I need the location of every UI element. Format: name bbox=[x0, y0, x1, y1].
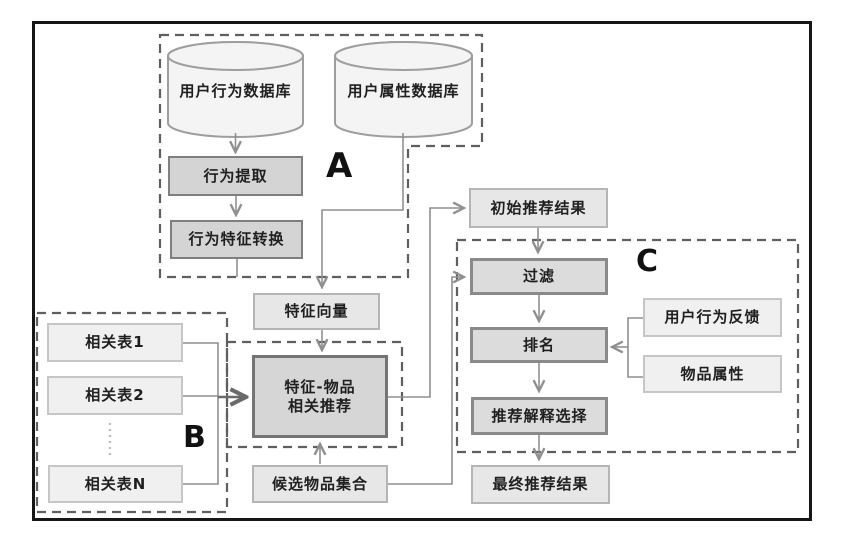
region-label-b: B bbox=[183, 420, 206, 455]
node-behavior-extraction: 行为提取 bbox=[168, 156, 303, 196]
node-candidate-items: 候选物品集合 bbox=[252, 465, 388, 503]
region-c-dashed-outline bbox=[455, 238, 800, 454]
node-final-results: 最终推荐结果 bbox=[471, 465, 610, 504]
connector-relatedtables-bracket bbox=[183, 342, 219, 485]
node-behavior-feature-conversion: 行为特征转换 bbox=[170, 220, 303, 259]
region-b-dashed-outline bbox=[35, 311, 229, 514]
node-related-table-n: 相关表N bbox=[48, 465, 183, 503]
node-item-attributes: 物品属性 bbox=[643, 355, 782, 393]
label-user-attribute-db: 用户属性数据库 bbox=[347, 81, 460, 100]
connector-candidateitems-to-filter bbox=[388, 277, 464, 485]
node-feature-vector: 特征向量 bbox=[253, 293, 380, 330]
node-filter: 过滤 bbox=[470, 258, 608, 295]
database-cylinder-user-behavior bbox=[167, 41, 304, 138]
region-label-a: A bbox=[326, 146, 353, 186]
connector-featureitem-to-initialresults bbox=[388, 208, 464, 398]
node-initial-results: 初始推荐结果 bbox=[469, 188, 608, 228]
label-user-behavior-db: 用户行为数据库 bbox=[179, 81, 292, 100]
node-user-behavior-feedback: 用户行为反馈 bbox=[643, 298, 782, 337]
region-label-c: C bbox=[636, 244, 659, 279]
node-related-table-1: 相关表1 bbox=[47, 323, 183, 362]
node-related-table-2: 相关表2 bbox=[47, 376, 183, 415]
node-feature-item-recommend: 特征-物品 相关推荐 bbox=[252, 355, 388, 438]
connector-feedback-attributes-bracket bbox=[627, 317, 643, 378]
connector-attributedb-to-featurevector bbox=[322, 133, 404, 287]
region-a-dashed-outline bbox=[158, 33, 484, 279]
database-cylinder-user-attribute bbox=[334, 41, 473, 138]
node-ranking: 排名 bbox=[470, 327, 608, 363]
node-explanation-selection: 推荐解释选择 bbox=[471, 397, 608, 435]
